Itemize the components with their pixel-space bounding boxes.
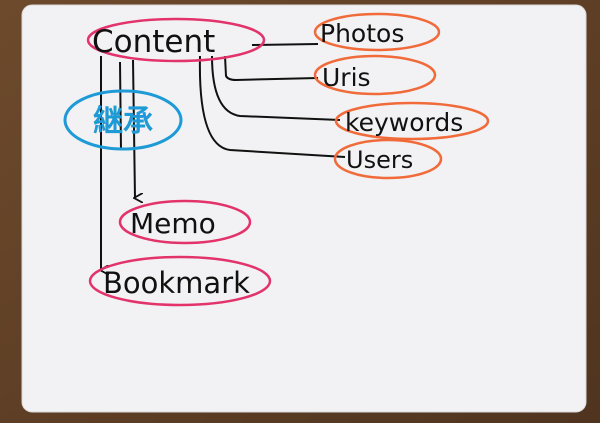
svg-text:keywords: keywords bbox=[345, 108, 463, 137]
svg-text:Bookmark: Bookmark bbox=[103, 266, 250, 300]
line-content-keywords bbox=[211, 55, 341, 121]
arrow-memo bbox=[132, 59, 135, 198]
node-label: Content bbox=[92, 24, 215, 60]
svg-text:継承: 継承 bbox=[93, 104, 153, 139]
node-content: Content bbox=[86, 17, 266, 63]
node-photos: Photos bbox=[313, 12, 441, 52]
node-uris: Uris bbox=[313, 54, 437, 96]
line-extra bbox=[119, 61, 122, 151]
inheritance-label: 継承 bbox=[63, 89, 183, 151]
node-memo: Memo bbox=[118, 199, 252, 245]
line-content-users bbox=[198, 55, 346, 158]
node-keywords: keywords bbox=[334, 101, 490, 141]
connectors bbox=[101, 43, 346, 270]
whiteboard bbox=[21, 4, 587, 413]
svg-text:Photos: Photos bbox=[320, 19, 404, 48]
line-content-uris bbox=[224, 55, 319, 82]
svg-text:Memo: Memo bbox=[130, 207, 216, 240]
node-bookmark: Bookmark bbox=[88, 255, 272, 307]
svg-text:Uris: Uris bbox=[322, 63, 371, 92]
svg-text:Users: Users bbox=[346, 146, 413, 174]
node-users: Users bbox=[333, 138, 443, 180]
